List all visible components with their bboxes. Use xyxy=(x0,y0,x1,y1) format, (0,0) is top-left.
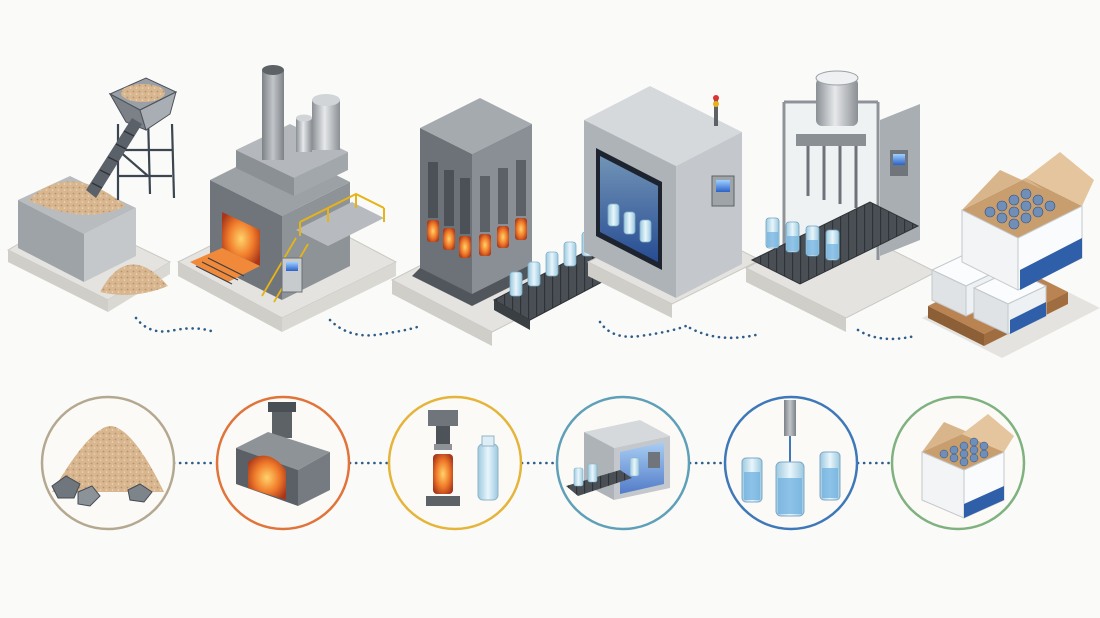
stage-icon-raw-materials xyxy=(42,397,174,529)
machine-annealing-inspection xyxy=(584,86,760,318)
stage-icon-vial-forming xyxy=(389,397,521,529)
machine-raw-materials xyxy=(8,78,176,312)
connector-2-3 xyxy=(330,320,420,335)
connector-1-2 xyxy=(136,318,214,332)
stage-icon-packaging xyxy=(892,397,1024,529)
connector-3-4 xyxy=(600,322,686,337)
stage-icon-melting-furnace xyxy=(217,397,349,529)
machine-filling xyxy=(746,71,936,332)
connector-5-6 xyxy=(858,330,915,339)
connector-4-5 xyxy=(690,328,760,338)
machine-packaging xyxy=(922,152,1100,358)
machine-melting-furnace xyxy=(178,65,396,332)
stage-icon-filling xyxy=(725,397,857,529)
stage-icon-annealing-inspection xyxy=(557,397,689,529)
